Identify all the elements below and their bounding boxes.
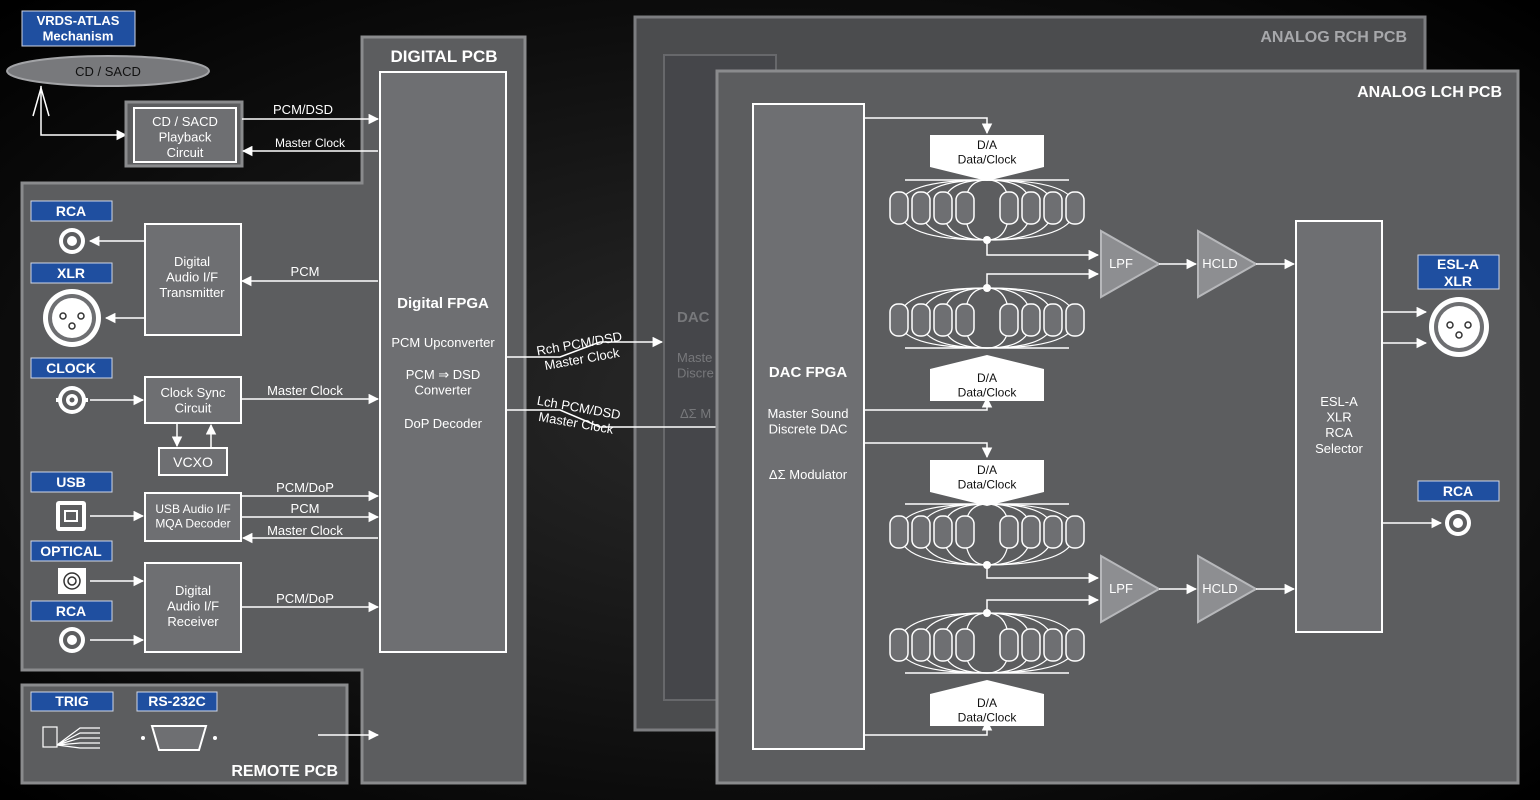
lpf-upper: LPF [1100, 229, 1162, 299]
optical-jack-icon [58, 568, 86, 594]
fpga-line-upconverter: PCM Upconverter [391, 335, 495, 350]
master-clock-label-mech: Master Clock [275, 136, 346, 150]
svg-text:HCLD: HCLD [1202, 256, 1237, 271]
pcm-dsd-label: PCM/DSD [273, 102, 333, 117]
pcm-dop-label-rx: PCM/DoP [276, 591, 334, 606]
rca-bottom-label: RCA [56, 603, 86, 619]
digital-fpga-title: Digital FPGA [397, 295, 489, 312]
xlr-label: XLR [57, 265, 85, 281]
discrete-dac-element-group [889, 609, 1085, 674]
rch-dac-label: DAC [677, 309, 710, 326]
pcm-dop-label: PCM/DoP [276, 480, 334, 495]
svg-text:LPF: LPF [1109, 256, 1133, 271]
usb-b-icon [56, 501, 86, 531]
pcm-label: PCM [291, 264, 320, 279]
rs232c-connector-icon [141, 725, 217, 751]
svg-text:LPF: LPF [1109, 581, 1133, 596]
xlr-jack-icon [43, 289, 101, 347]
clock-label: CLOCK [46, 360, 96, 376]
discrete-dac-element-group [889, 284, 1085, 349]
usb-label: USB [56, 474, 86, 490]
rch-delta-label: ΔΣ M [680, 406, 711, 421]
rca-jack-icon-bottom [59, 627, 85, 653]
digital-pcb-title: DIGITAL PCB [390, 47, 497, 66]
xlr-output-icon [1429, 297, 1489, 357]
discrete-dac-element-group [889, 179, 1085, 244]
trig-label: TRIG [55, 693, 89, 709]
rca-output-icon [1445, 510, 1471, 536]
bnc-jack-icon [56, 386, 88, 414]
trig-jack-icon [42, 726, 100, 749]
rs232c-label: RS-232C [148, 693, 206, 709]
remote-pcb: REMOTE PCB TRIG RS-232C [20, 683, 380, 785]
hcld-upper: HCLD [1197, 229, 1259, 299]
out-rca-label: RCA [1443, 483, 1473, 499]
rca-jack-icon [59, 228, 85, 254]
pcm-label-usb: PCM [291, 501, 320, 516]
discrete-dac-elements [889, 179, 1085, 674]
dac-fpga-title: DAC FPGA [769, 364, 848, 381]
selector-block [1295, 220, 1383, 633]
dac-line-modulator: ΔΣ Modulator [769, 467, 848, 482]
dac-fpga-block [752, 103, 865, 750]
disc-icon [6, 55, 210, 87]
disc-label: CD / SACD [75, 64, 141, 79]
master-clock-label-usb: Master Clock [267, 523, 343, 538]
hcld-lower: HCLD [1197, 554, 1259, 624]
fpga-line-dop: DoP Decoder [404, 416, 482, 431]
digital-fpga-block [379, 71, 507, 653]
master-clock-label-sync: Master Clock [267, 383, 343, 398]
optical-label: OPTICAL [40, 543, 102, 559]
rca-top-label: RCA [56, 203, 86, 219]
svg-text:HCLD: HCLD [1202, 581, 1237, 596]
lpf-lower: LPF [1100, 554, 1162, 624]
vcxo-block: VCXO [173, 454, 213, 470]
discrete-dac-element-group [889, 503, 1085, 569]
analog-rch-title: ANALOG RCH PCB [1260, 29, 1407, 46]
remote-pcb-title: REMOTE PCB [231, 763, 338, 780]
analog-lch-title: ANALOG LCH PCB [1357, 84, 1502, 101]
